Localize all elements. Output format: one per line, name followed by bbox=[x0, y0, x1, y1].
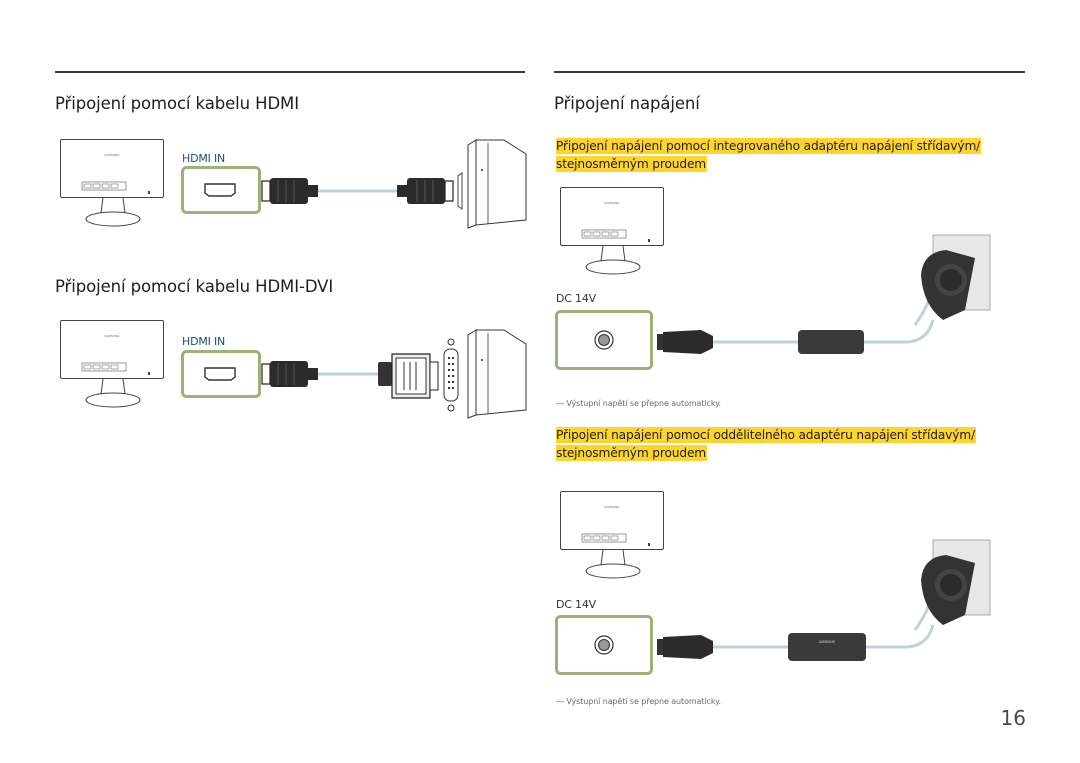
dc-plug-icon bbox=[657, 635, 713, 659]
hdmi-plug-icon bbox=[397, 178, 454, 204]
right-top-rule bbox=[554, 71, 1025, 73]
power-detachable-line1: Připojení napájení pomocí oddělitelného … bbox=[556, 427, 976, 443]
power-adapter-icon bbox=[798, 330, 864, 354]
hdmi-port-icon bbox=[181, 166, 261, 214]
voltage-note-2: ― Výstupní napětí se přepne automaticky. bbox=[556, 697, 722, 706]
dc-jack-icon bbox=[555, 615, 653, 675]
monitor-icon: SAMSUNG bbox=[60, 320, 164, 408]
power-detachable-heading: Připojení napájení pomocí oddělitelného … bbox=[556, 426, 976, 462]
hdmi-cable-icon bbox=[261, 172, 463, 210]
dc-14v-label-2: DC 14V bbox=[556, 598, 596, 611]
dc-14v-label-1: DC 14V bbox=[556, 292, 596, 305]
dc-plug-icon bbox=[657, 330, 713, 354]
power-cable-icon: SAMSUNG bbox=[657, 539, 991, 661]
pc-tower-icon bbox=[467, 329, 527, 419]
power-adapter-icon: SAMSUNG bbox=[788, 633, 866, 661]
hdmi-section-title: Připojení pomocí kabelu HDMI bbox=[55, 94, 299, 113]
hdmi-in-label-2: HDMI IN bbox=[182, 335, 226, 348]
wall-plug-icon bbox=[921, 250, 975, 320]
monitor-icon: SAMSUNG bbox=[560, 491, 664, 579]
monitor-brand: SAMSUNG bbox=[104, 334, 120, 338]
power-detachable-line2: stejnosměrným proudem bbox=[556, 445, 708, 461]
hdmi-plug-icon bbox=[261, 178, 318, 204]
adapter-brand: SAMSUNG bbox=[819, 640, 836, 644]
power-integrated-line1: Připojení napájení pomocí integrovaného … bbox=[556, 138, 982, 154]
power-integrated-heading: Připojení napájení pomocí integrovaného … bbox=[556, 137, 982, 173]
power-section-title: Připojení napájení bbox=[554, 94, 700, 113]
dc-jack-icon bbox=[555, 310, 653, 370]
left-top-rule bbox=[55, 71, 525, 73]
dvi-plug-icon bbox=[378, 353, 439, 399]
pc-tower-icon bbox=[467, 139, 527, 229]
hdmi-dvi-cable-icon bbox=[261, 338, 459, 412]
wall-plug-icon bbox=[921, 555, 975, 625]
monitor-icon: SAMSUNG bbox=[560, 187, 664, 275]
power-cable-icon bbox=[657, 234, 991, 354]
voltage-note-1: ― Výstupní napětí se přepne automaticky. bbox=[556, 399, 722, 408]
hdmi-in-label-1: HDMI IN bbox=[182, 152, 226, 165]
monitor-brand: SAMSUNG bbox=[104, 153, 120, 157]
monitor-brand: SAMSUNG bbox=[604, 201, 620, 205]
power-integrated-line2: stejnosměrným proudem bbox=[556, 156, 708, 172]
hdmi-plug-icon bbox=[261, 361, 318, 387]
page-number: 16 bbox=[1000, 706, 1026, 730]
monitor-icon: SAMSUNG bbox=[60, 139, 164, 227]
hdmi-port-icon bbox=[181, 350, 261, 398]
hdmidvi-section-title: Připojení pomocí kabelu HDMI-DVI bbox=[55, 277, 334, 296]
monitor-brand: SAMSUNG bbox=[604, 505, 620, 509]
